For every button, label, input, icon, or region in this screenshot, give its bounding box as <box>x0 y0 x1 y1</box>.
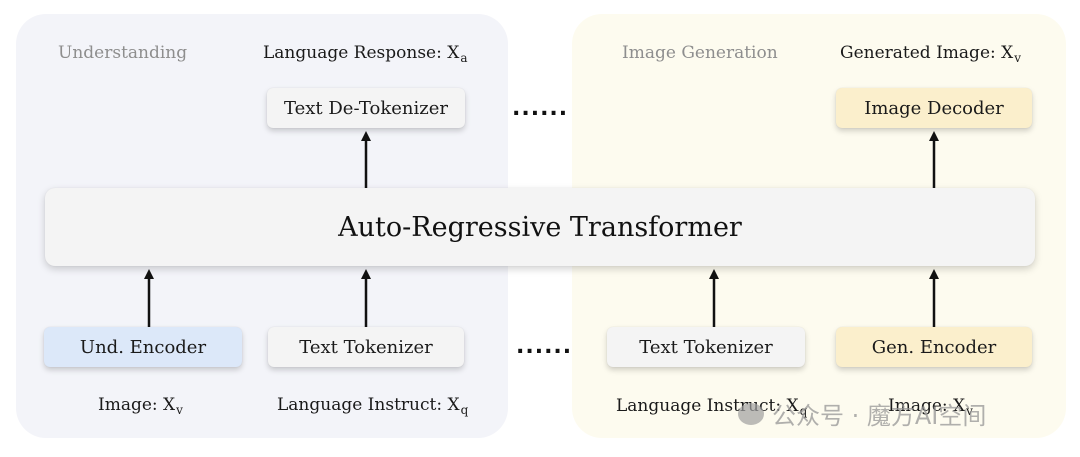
und-encoder-box: Und. Encoder <box>44 327 242 367</box>
text-detokenizer-box: Text De-Tokenizer <box>267 88 465 128</box>
image-input-label-und: Image: Xv <box>98 395 183 417</box>
gen-encoder-box: Gen. Encoder <box>836 327 1032 367</box>
text-tokenizer-box-gen: Text Tokenizer <box>607 327 805 367</box>
image-decoder-box: Image Decoder <box>836 88 1032 128</box>
understanding-title: Understanding <box>58 43 188 63</box>
generation-title: Image Generation <box>622 43 778 63</box>
language-response-label: Language Response: Xa <box>263 43 468 65</box>
text-tokenizer-box-und: Text Tokenizer <box>268 327 464 367</box>
generated-image-label: Generated Image: Xv <box>840 43 1022 65</box>
watermark-text: 公众号 · 魔方AI空间 <box>772 402 987 430</box>
wechat-icon <box>738 402 764 425</box>
image-input-label-gen: Image: Xv <box>888 396 973 418</box>
auto-regressive-transformer: Auto-Regressive Transformer <box>45 188 1035 266</box>
ellipsis-top: ...... <box>512 96 569 121</box>
watermark: 公众号 · 魔方AI空间 <box>738 396 986 431</box>
language-instruct-label-und: Language Instruct: Xq <box>277 395 469 417</box>
ellipsis-bottom: ...... <box>516 334 573 359</box>
